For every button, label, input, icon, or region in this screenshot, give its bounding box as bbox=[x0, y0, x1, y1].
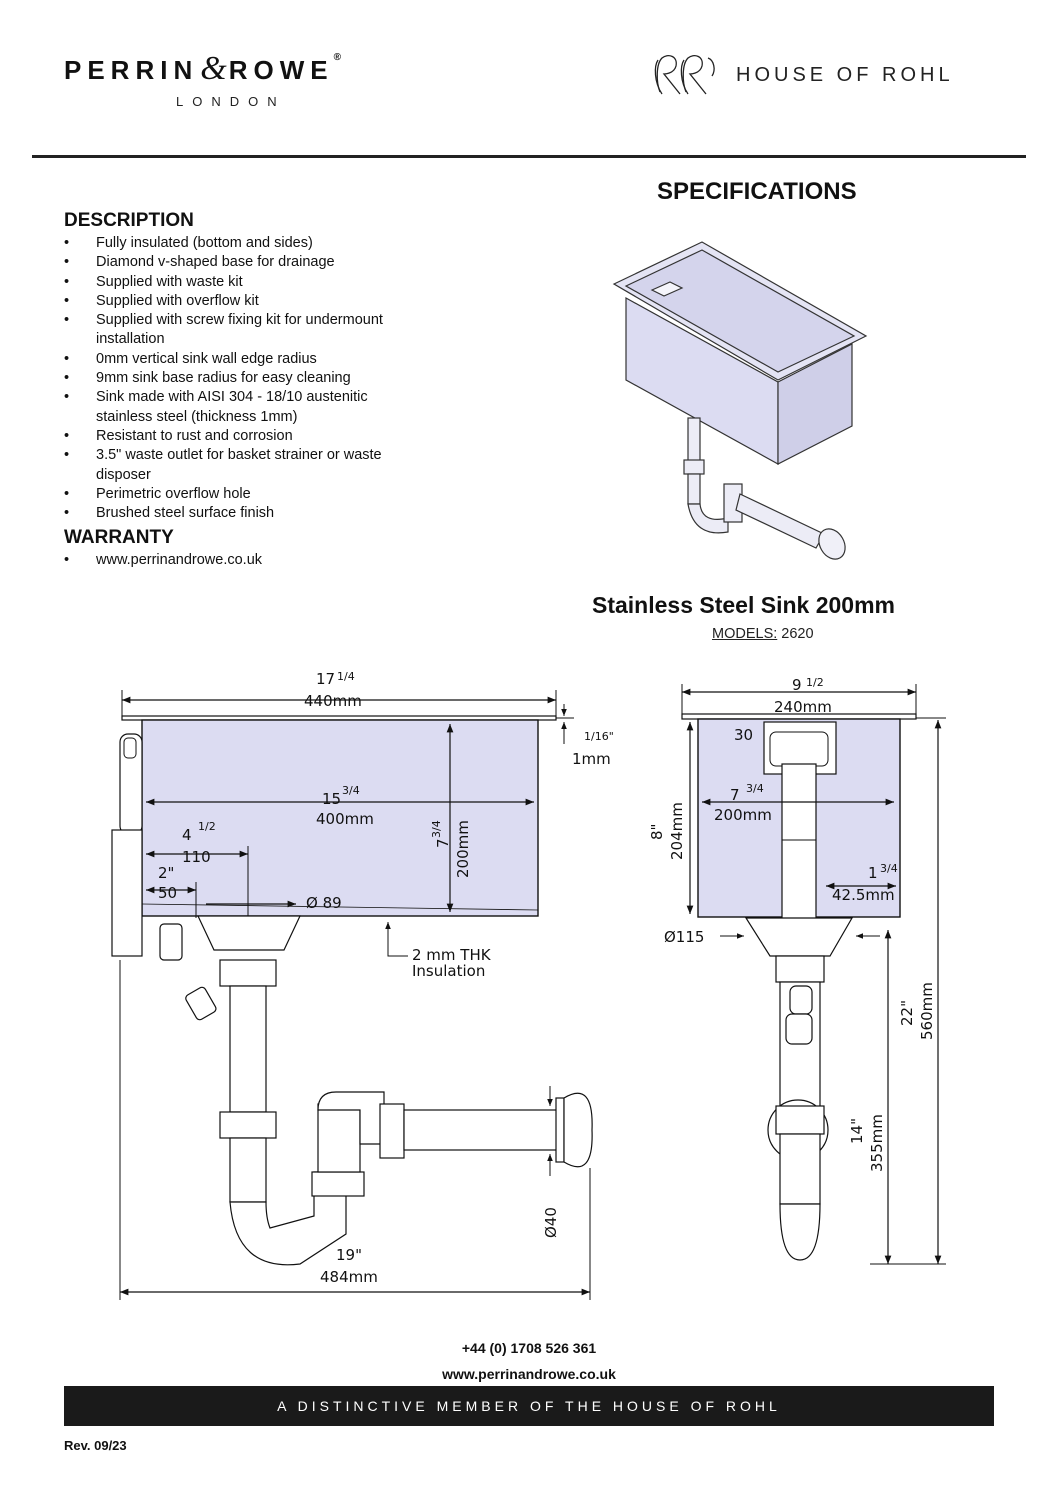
brand-word-b: ROWE bbox=[228, 55, 334, 85]
insulation-label-2: Insulation bbox=[412, 962, 485, 980]
dim-drain-pos-in: 1 bbox=[868, 864, 878, 882]
warranty-list: www.perrinandrowe.co.uk bbox=[64, 551, 444, 571]
brand-wordmark: PERRIN&ROWE® bbox=[64, 50, 444, 88]
list-item: Fully insulated (bottom and sides) bbox=[64, 234, 444, 254]
revision-label: Rev. 09/23 bbox=[64, 1438, 127, 1453]
brand-location: LONDON bbox=[176, 94, 286, 109]
models-line: MODELS: 2620 bbox=[712, 626, 814, 642]
dim-inner-width-mm: 400mm bbox=[316, 810, 374, 828]
dim-rim-in: 1/16" bbox=[584, 730, 614, 743]
sink-isometric-illustration bbox=[612, 241, 868, 560]
dim-outlet-dia: Ø 89 bbox=[306, 894, 342, 912]
dim-overflow-top: 30 bbox=[734, 726, 753, 744]
dim-overall-width-mm: 440mm bbox=[304, 692, 362, 710]
dim-outlet-offset-frac: 1/2 bbox=[198, 820, 216, 833]
technical-drawing: 17 1/4 440mm 1/16" 1mm 15 3/4 400mm 7 3/… bbox=[111, 670, 946, 1300]
side-view: 9 1/2 240mm 30 7 3/4 200mm 8" 204mm 1 3/… bbox=[648, 676, 946, 1265]
brand-word-a: PERRIN bbox=[64, 55, 199, 85]
insulation-label-1: 2 mm THK bbox=[412, 946, 492, 964]
list-item: 0mm vertical sink wall edge radius bbox=[64, 350, 444, 370]
warranty-link[interactable]: www.perrinandrowe.co.uk bbox=[64, 551, 444, 571]
dim-overall-width-in: 17 bbox=[316, 670, 335, 688]
dim-outlet-offset-mm: 110 bbox=[182, 848, 211, 866]
partner-name: HOUSE OF ROHL bbox=[736, 63, 954, 86]
dim-side-width-in: 9 bbox=[792, 676, 802, 694]
dim-trap-mm: 355mm bbox=[868, 1114, 886, 1172]
dim-drain-pos-frac: 3/4 bbox=[880, 862, 898, 875]
product-title: Stainless Steel Sink 200mm bbox=[592, 592, 895, 618]
list-item: Diamond v-shaped base for drainage bbox=[64, 253, 444, 273]
dim-drain-pos-mm: 42.5mm bbox=[832, 886, 895, 904]
models-value: 2620 bbox=[781, 626, 814, 642]
list-item: 3.5" waste outlet for basket strainer or… bbox=[64, 446, 419, 485]
list-item: Resistant to rust and corrosion bbox=[64, 427, 444, 447]
header-divider bbox=[32, 155, 1026, 158]
specifications-heading: SPECIFICATIONS bbox=[657, 178, 857, 205]
list-item: Supplied with screw fixing kit for under… bbox=[64, 311, 424, 350]
dim-side-depth-mm: 204mm bbox=[668, 802, 686, 860]
list-item: Brushed steel surface finish bbox=[64, 504, 444, 524]
dim-total-h-mm: 560mm bbox=[918, 982, 936, 1040]
list-item: Perimetric overflow hole bbox=[64, 485, 444, 505]
rr-monogram-icon bbox=[654, 55, 715, 95]
warranty-heading: WARRANTY bbox=[64, 527, 174, 549]
dim-edge-in: 2" bbox=[158, 864, 174, 882]
dim-side-inner-frac: 3/4 bbox=[746, 782, 764, 795]
dim-inner-width-frac: 3/4 bbox=[342, 784, 360, 797]
dim-side-width-frac: 1/2 bbox=[806, 676, 824, 689]
brand-ampersand: & bbox=[200, 50, 227, 87]
footer-phone[interactable]: +44 (0) 1708 526 361 bbox=[461, 1340, 597, 1356]
dim-trap-in: 14" bbox=[848, 1118, 866, 1144]
dim-side-inner-in: 7 bbox=[730, 786, 740, 804]
footer-band: A DISTINCTIVE MEMBER OF THE HOUSE OF ROH… bbox=[64, 1386, 994, 1426]
dim-overall-width-frac: 1/4 bbox=[337, 670, 355, 683]
perrin-rowe-logo: PERRIN&ROWE® LONDON bbox=[64, 50, 444, 109]
dim-total-len-mm: 484mm bbox=[320, 1268, 378, 1286]
dim-side-inner-mm: 200mm bbox=[714, 806, 772, 824]
registered-mark: ® bbox=[333, 52, 341, 63]
list-item: 9mm sink base radius for easy cleaning bbox=[64, 369, 444, 389]
list-item: Supplied with overflow kit bbox=[64, 292, 444, 312]
dim-edge-mm: 50 bbox=[158, 884, 177, 902]
dim-outlet-offset-in: 4 bbox=[182, 826, 192, 844]
dim-inner-width-in: 15 bbox=[322, 790, 341, 808]
dim-depth-frac: 3/4 bbox=[430, 820, 443, 838]
list-item: Sink made with AISI 304 - 18/10 austenit… bbox=[64, 388, 409, 427]
description-list: Fully insulated (bottom and sides) Diamo… bbox=[64, 234, 444, 524]
dim-rim-mm: 1mm bbox=[572, 750, 611, 768]
dim-side-depth-in: 8" bbox=[648, 824, 666, 840]
front-view: 17 1/4 440mm 1/16" 1mm 15 3/4 400mm 7 3/… bbox=[111, 670, 614, 1300]
dim-depth-in: 7 bbox=[434, 838, 452, 848]
list-item: Supplied with waste kit bbox=[64, 273, 444, 293]
description-section: DESCRIPTION Fully insulated (bottom and … bbox=[64, 210, 444, 571]
dim-depth-mm: 200mm bbox=[454, 820, 472, 878]
dim-waste-dia: Ø40 bbox=[542, 1207, 560, 1238]
dim-total-h-in: 22" bbox=[898, 1000, 916, 1026]
models-label: MODELS: bbox=[712, 626, 778, 642]
house-of-rohl-logo: HOUSE OF ROHL bbox=[650, 50, 954, 100]
description-heading: DESCRIPTION bbox=[64, 210, 194, 231]
dim-total-len-in: 19" bbox=[336, 1246, 362, 1264]
footer-website-link[interactable]: www.perrinandrowe.co.uk bbox=[442, 1366, 616, 1382]
dim-side-width-mm: 240mm bbox=[774, 698, 832, 716]
dim-waste-outer: Ø115 bbox=[664, 928, 704, 946]
